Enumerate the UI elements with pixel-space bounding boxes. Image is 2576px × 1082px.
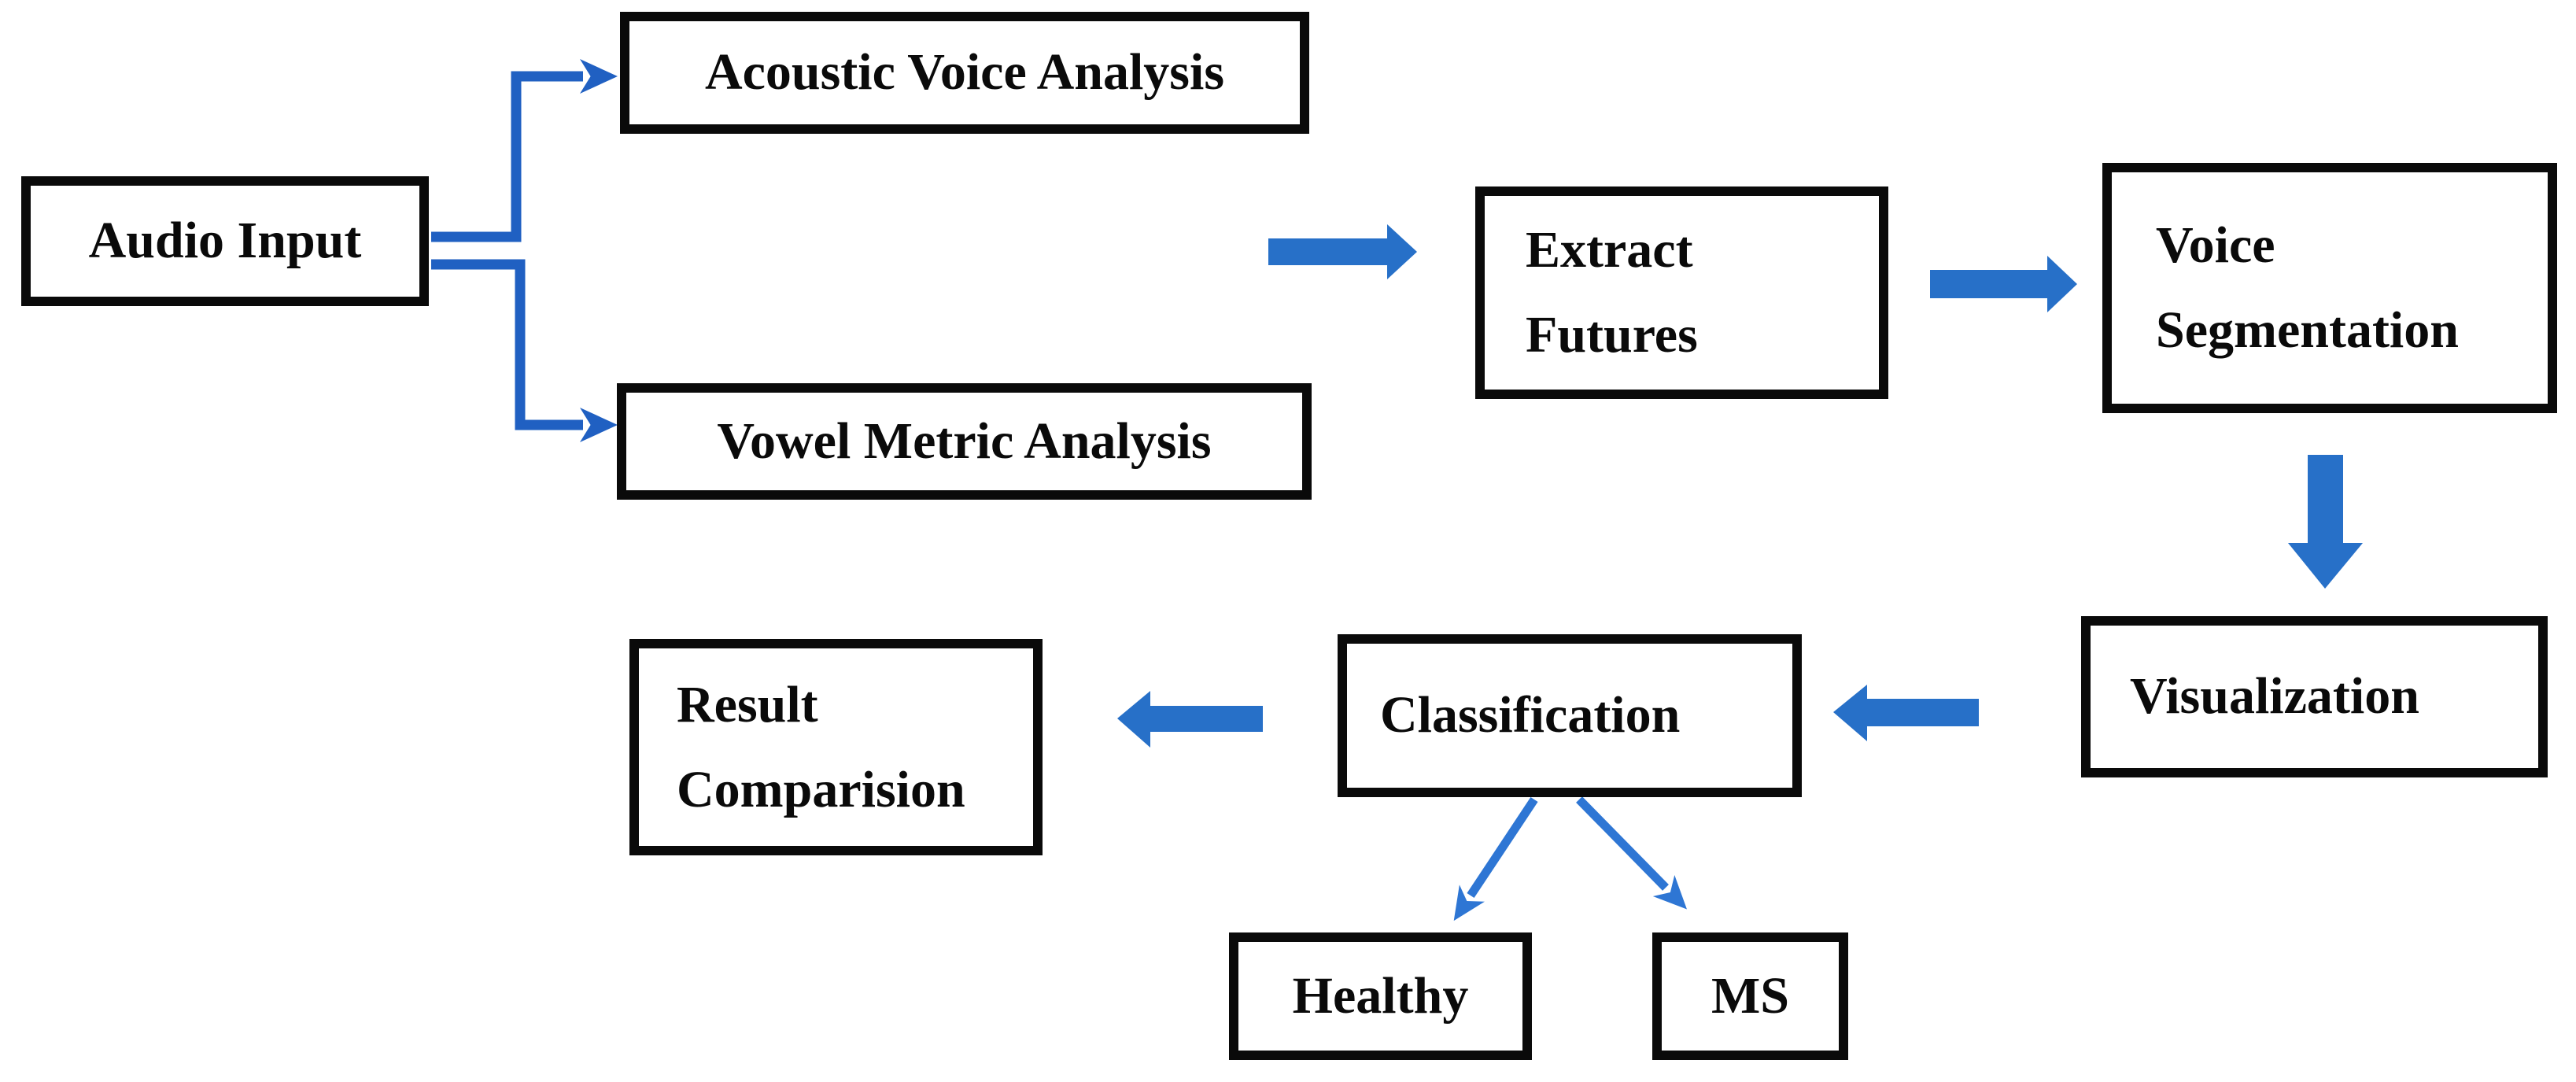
branch-arrow-classification-to-healthy bbox=[1453, 796, 1538, 921]
node-ms: MS bbox=[1652, 932, 1848, 1060]
node-result-comparision: Result Comparision bbox=[629, 639, 1043, 855]
block-arrow-classification-to-result-icon bbox=[1117, 691, 1263, 748]
node-vowel-metric-analysis: Vowel Metric Analysis bbox=[617, 383, 1312, 500]
block-arrow-voiceseg-to-visualization-icon bbox=[2288, 455, 2363, 589]
node-healthy-label: Healthy bbox=[1292, 966, 1469, 1025]
node-classification-label: Classification bbox=[1380, 686, 1681, 744]
node-healthy: Healthy bbox=[1229, 932, 1532, 1060]
node-result-comparision-label-line2: Comparision bbox=[677, 760, 965, 818]
block-arrow-visualization-to-classification-icon bbox=[1833, 685, 1979, 741]
node-ms-label: MS bbox=[1711, 966, 1789, 1025]
node-voice-segmentation-label-line2: Segmentation bbox=[2156, 301, 2459, 359]
node-audio-input: Audio Input bbox=[21, 176, 429, 306]
block-arrow-right-to-extract-icon bbox=[1268, 224, 1417, 279]
connector-audio-to-acoustic bbox=[431, 59, 618, 242]
connector-audio-to-vowel bbox=[431, 259, 618, 442]
node-acoustic-voice-analysis: Acoustic Voice Analysis bbox=[620, 12, 1309, 134]
branch-arrow-classification-to-ms bbox=[1576, 796, 1687, 910]
node-extract-futures-label-line2: Futures bbox=[1526, 306, 1698, 364]
block-arrow-extract-to-voiceseg-icon bbox=[1930, 256, 2077, 312]
node-extract-futures: Extract Futures bbox=[1475, 186, 1888, 399]
node-voice-segmentation-label-line1: Voice bbox=[2156, 216, 2275, 274]
node-voice-segmentation: Voice Segmentation bbox=[2102, 163, 2557, 413]
node-audio-input-label: Audio Input bbox=[88, 212, 362, 270]
node-acoustic-voice-analysis-label: Acoustic Voice Analysis bbox=[704, 43, 1225, 102]
node-vowel-metric-analysis-label: Vowel Metric Analysis bbox=[717, 412, 1212, 470]
node-visualization: Visualization bbox=[2081, 616, 2548, 777]
node-result-comparision-label-line1: Result bbox=[677, 675, 818, 733]
node-visualization-label: Visualization bbox=[2130, 667, 2419, 726]
node-extract-futures-label-line1: Extract bbox=[1526, 221, 1693, 279]
node-classification: Classification bbox=[1338, 634, 1802, 797]
